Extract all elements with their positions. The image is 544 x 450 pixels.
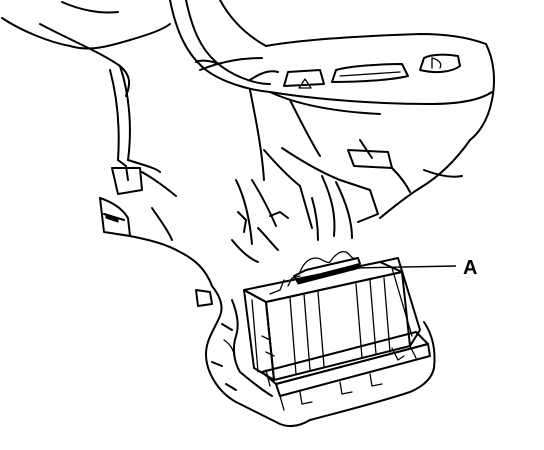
wiring-harness [231, 89, 411, 263]
callout-a: A [350, 257, 477, 279]
left-pillar-trim [99, 65, 213, 287]
center-vent-slot [331, 63, 409, 83]
callout-a-pointer-dot [350, 265, 356, 271]
callout-a-leader-line [352, 265, 457, 269]
lower-dash-housing [195, 285, 436, 428]
hazard-switch-button [283, 69, 325, 89]
fuse-box-assembly [243, 250, 431, 411]
dash-button-right [419, 53, 461, 74]
dashboard-panel [1, 0, 495, 219]
callout-a-label: A [463, 257, 477, 279]
